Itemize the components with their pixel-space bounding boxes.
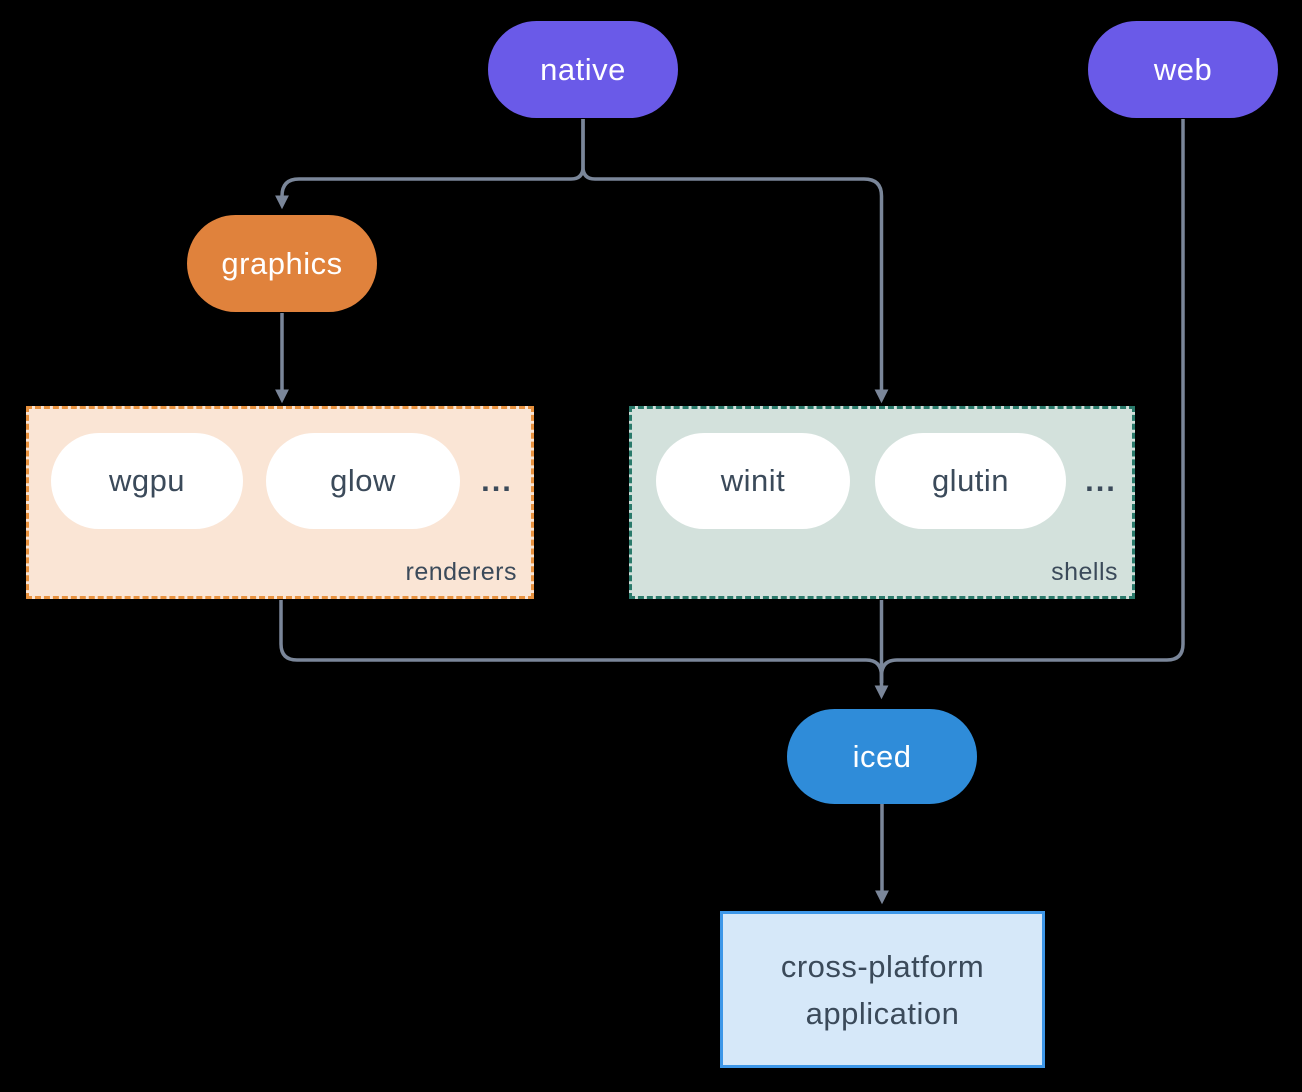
pill-glow: glow xyxy=(266,433,460,529)
pill-glutin: glutin xyxy=(875,433,1066,529)
node-graphics-label: graphics xyxy=(221,245,343,281)
label-shells: shells xyxy=(1051,558,1118,586)
pill-glutin-label: glutin xyxy=(931,463,1010,498)
ellipsis-renderers: ... xyxy=(481,463,513,498)
edge-native-graphics xyxy=(275,119,585,210)
node-iced: iced xyxy=(787,709,977,804)
node-native-label: native xyxy=(540,51,626,87)
node-native: native xyxy=(488,21,678,118)
pill-winit: winit xyxy=(656,433,850,529)
app-label-line2: application xyxy=(805,995,960,1031)
node-iced-label: iced xyxy=(852,738,912,774)
pill-wgpu: wgpu xyxy=(51,433,243,529)
app-label-line1: cross-platform xyxy=(780,948,985,984)
group-shells: winit glutin ... shells xyxy=(629,406,1135,599)
pill-glow-label: glow xyxy=(330,463,396,498)
label-renderers: renderers xyxy=(405,558,517,586)
pill-winit-label: winit xyxy=(720,463,786,498)
edge-native-shells xyxy=(581,119,889,404)
node-graphics: graphics xyxy=(187,215,377,312)
node-web-label: web xyxy=(1153,51,1213,87)
ellipsis-shells: ... xyxy=(1085,463,1117,498)
group-renderers: wgpu glow ... renderers xyxy=(26,406,534,599)
node-web: web xyxy=(1088,21,1278,118)
node-cross-platform-application: cross-platform application xyxy=(720,911,1045,1068)
edge-renderers-iced xyxy=(279,600,884,683)
pill-wgpu-label: wgpu xyxy=(108,463,186,498)
